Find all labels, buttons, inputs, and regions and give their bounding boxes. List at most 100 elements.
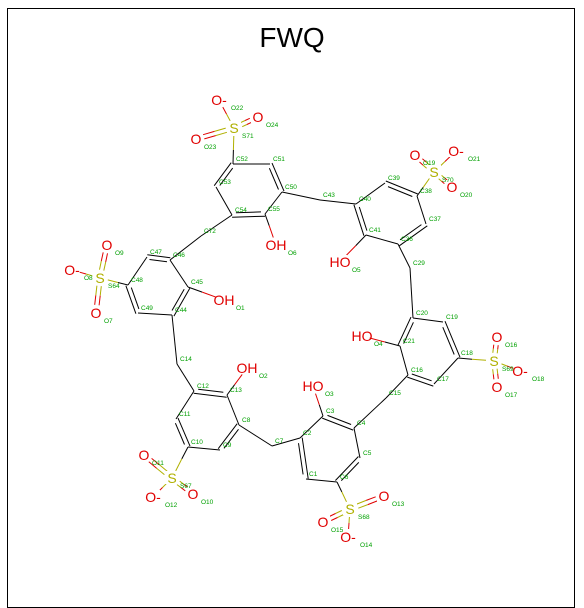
atom-label-C10: C10 — [191, 439, 203, 446]
atom-id-O21: O21 — [468, 156, 481, 163]
bond-S68-O15-1b — [331, 518, 337, 521]
atom-symbol-O9: O — [102, 237, 113, 253]
bond-S69-O17-0a — [493, 369, 494, 374]
molecule-diagram: C1C2C3C4C5C6C7C8C9C10C11C12C13C14C15C16C… — [0, 0, 584, 589]
atom-symbol-O19: O — [410, 147, 421, 163]
atom-symbol-O4: HO — [352, 328, 373, 344]
bond-C41-O5-a — [356, 235, 366, 246]
atom-label-C49: C49 — [141, 305, 153, 312]
atom-label-C6: C6 — [340, 474, 349, 481]
atom-label-C8: C8 — [242, 417, 251, 424]
atom-label-C50: C50 — [285, 184, 297, 191]
atom-id-O14: O14 — [360, 542, 373, 549]
atom-label-C14: C14 — [180, 356, 192, 363]
bond-C14-C44 — [172, 315, 177, 364]
bond-S64-O7-1a — [100, 286, 101, 296]
bond-C49-C44 — [138, 313, 172, 315]
atom-label-C5: C5 — [363, 450, 372, 457]
bond-S64-O8-b — [80, 272, 86, 274]
atom-id-O22: O22 — [231, 105, 244, 112]
atom-symbol-O24: O — [253, 109, 264, 125]
atom-id-O8: O8 — [84, 275, 93, 282]
atom-id-S67: S67 — [180, 483, 192, 490]
atom-symbol-O16: O — [492, 329, 503, 345]
bond-C10-C11-1 — [175, 423, 184, 444]
atom-label-C21: C21 — [403, 338, 415, 345]
atom-id-O2: O2 — [259, 373, 268, 380]
bond-C38-C39-1 — [388, 187, 412, 197]
atom-label-C9: C9 — [223, 442, 232, 449]
bond-C55-O6-b — [269, 226, 273, 238]
bond-C12-C13-0 — [194, 393, 227, 397]
atom-label-C52: C52 — [236, 156, 248, 163]
atom-id-S71: S71 — [242, 133, 254, 140]
atom-label-C11: C11 — [179, 411, 191, 418]
atom-id-O23: O23 — [204, 144, 217, 151]
bond-S64-O7-0b — [95, 295, 96, 305]
bond-C13-C8 — [227, 395, 239, 425]
bond-S64-O7-1b — [99, 296, 100, 306]
atom-label-C53: C53 — [219, 179, 231, 186]
bond-S68-O13-0a — [358, 505, 368, 509]
bond-C18-S69-b — [472, 359, 486, 360]
atom-label-C18: C18 — [461, 350, 473, 357]
atom-id-O5: O5 — [352, 267, 361, 274]
bond-C7-C8 — [239, 425, 272, 446]
atom-id-O18: O18 — [532, 376, 545, 383]
atom-label-C43: C43 — [323, 192, 335, 199]
atom-symbol-O23: O — [191, 131, 202, 147]
bond-C12-C14 — [177, 364, 194, 391]
atom-id-O7: O7 — [104, 318, 113, 325]
bond-S71-O24-0b — [247, 122, 252, 124]
atom-label-C12: C12 — [197, 383, 209, 390]
bond-C41-C36 — [366, 235, 398, 244]
bond-C45-O1-a — [188, 287, 202, 292]
bond-S71-O22-b — [223, 107, 227, 114]
atom-label-C1: C1 — [309, 471, 318, 478]
atom-id-O9: O9 — [115, 250, 124, 257]
atom-label-C2: C2 — [303, 430, 312, 437]
bond-C40-C41-1 — [359, 207, 367, 231]
atom-id-O10: O10 — [201, 499, 214, 506]
bond-C29-C36 — [398, 244, 410, 268]
bond-S68-O13-0b — [368, 501, 378, 505]
bond-C54-C55-0 — [232, 216, 265, 217]
atom-id-O12: O12 — [165, 502, 178, 509]
atom-symbol-O22: O- — [211, 92, 227, 108]
bond-S71-O24-0a — [242, 125, 247, 127]
bond-C43-C50 — [282, 192, 320, 200]
bond-S71-O24-1a — [240, 121, 245, 123]
bond-C50-C51-0 — [272, 163, 284, 191]
atom-label-C37: C37 — [429, 216, 441, 223]
atom-label-C44: C44 — [175, 307, 187, 314]
atom-label-C40: C40 — [359, 196, 371, 203]
atom-symbol-S69: S — [489, 353, 498, 369]
atom-id-O15: O15 — [331, 527, 344, 534]
bond-C1-C2-1 — [299, 443, 304, 474]
atom-symbol-S71: S — [229, 120, 238, 136]
atom-symbol-O2: OH — [237, 360, 258, 376]
atom-label-C51: C51 — [273, 156, 285, 163]
bond-C4-C5 — [354, 428, 360, 458]
atom-id-O4: O4 — [374, 341, 383, 348]
atom-id-O13: O13 — [392, 501, 405, 508]
bond-S67-O11-1a — [157, 468, 165, 474]
bond-C48-C49-1 — [131, 288, 139, 309]
bond-C6-C1 — [306, 479, 337, 482]
bond-C18-S69-a — [458, 358, 472, 359]
bond-C37-C38 — [417, 196, 426, 224]
atom-id-S68: S68 — [358, 514, 370, 521]
bond-C9-C10 — [188, 447, 220, 450]
bond-C20-C29 — [410, 268, 413, 318]
atom-symbol-O5: HO — [330, 254, 351, 270]
bond-S71-O23-0b — [203, 131, 214, 134]
atom-label-C38: C38 — [420, 188, 432, 195]
atom-label-C15: C15 — [389, 390, 401, 397]
bond-C6-S68-a — [337, 482, 342, 492]
atom-symbol-O17: O — [492, 379, 503, 395]
atom-symbol-O1: OH — [214, 292, 235, 308]
atom-label-C19: C19 — [446, 314, 458, 321]
atom-label-C36: C36 — [401, 236, 413, 243]
atom-id-O20: O20 — [460, 192, 473, 199]
bond-S67-O12-a — [163, 484, 167, 488]
